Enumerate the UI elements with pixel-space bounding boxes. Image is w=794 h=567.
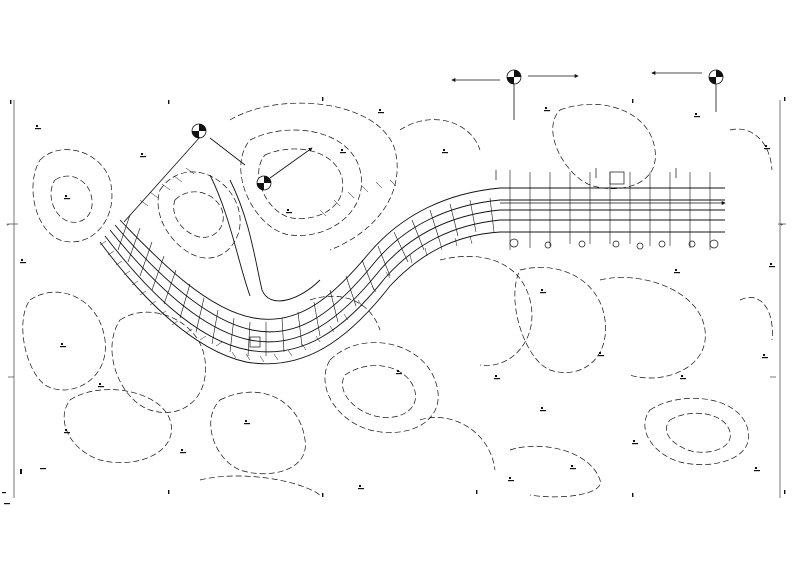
benchmark-marker-a <box>191 123 207 139</box>
edge-mark-left: + <box>6 222 9 227</box>
contour-lines <box>22 102 773 498</box>
benchmark-marker-b <box>256 175 272 191</box>
slope-hatching <box>99 167 473 363</box>
spot-height-marks <box>2 97 786 505</box>
structures <box>249 168 719 348</box>
direction-arrows <box>123 71 726 223</box>
frame <box>8 100 786 498</box>
survey-markers <box>191 69 724 191</box>
station-ticks <box>117 170 711 357</box>
edge-mark-right: + <box>780 222 783 227</box>
benchmark-marker-d <box>708 69 724 85</box>
benchmark-marker-c <box>506 69 522 85</box>
